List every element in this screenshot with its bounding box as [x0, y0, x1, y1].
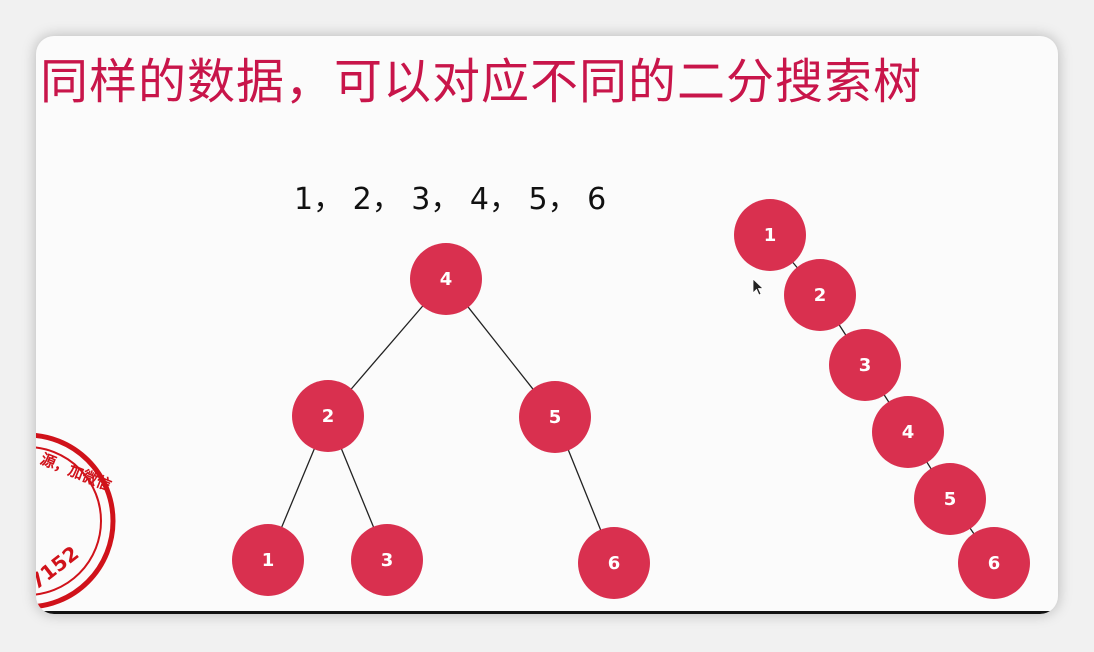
balanced-node-circle	[351, 524, 423, 596]
balanced-node-2: 2	[292, 380, 364, 452]
chain-node-label: 5	[944, 489, 957, 510]
chain-node-6: 6	[958, 527, 1030, 599]
balanced-node-circle	[519, 381, 591, 453]
watermark-stamp: 源，加微信 67152	[36, 432, 116, 610]
balanced-node-6: 6	[578, 527, 650, 599]
nodes-layer: 4 2 5 1 3 6 1 2 3 4 5 6	[232, 199, 1030, 599]
bst-diagram: 4 2 5 1 3 6 1 2 3 4 5 6	[232, 199, 1030, 599]
chain-node-label: 1	[764, 225, 777, 246]
slide-title: 同样的数据，可以对应不同的二分搜索树	[40, 54, 923, 110]
chain-node-label: 4	[902, 422, 915, 443]
balanced-edge-b5-b6	[567, 448, 602, 532]
chain-node-circle	[872, 396, 944, 468]
chain-node-4: 4	[872, 396, 944, 468]
mouse-pointer-icon	[752, 278, 765, 296]
balanced-edge-b2-b3	[340, 447, 375, 529]
balanced-node-circle	[292, 380, 364, 452]
chain-node-circle	[958, 527, 1030, 599]
chain-node-1: 1	[734, 199, 806, 271]
bottom-border	[36, 611, 1058, 614]
chain-node-circle	[784, 259, 856, 331]
balanced-node-label: 3	[381, 550, 394, 571]
balanced-edge-b4-b5	[466, 305, 535, 391]
balanced-node-1: 1	[232, 524, 304, 596]
presentation-slide: 同样的数据，可以对应不同的二分搜索树 1， 2， 3， 4， 5， 6 4 2 5 1…	[36, 36, 1058, 614]
chain-node-3: 3	[829, 329, 901, 401]
balanced-node-label: 5	[549, 407, 562, 428]
balanced-node-5: 5	[519, 381, 591, 453]
balanced-node-4: 4	[410, 243, 482, 315]
balanced-node-circle	[578, 527, 650, 599]
chain-node-circle	[914, 463, 986, 535]
balanced-edge-b2-b1	[280, 447, 316, 529]
balanced-node-circle	[232, 524, 304, 596]
chain-node-circle	[734, 199, 806, 271]
balanced-node-label: 1	[262, 550, 275, 571]
balanced-node-label: 4	[440, 269, 453, 290]
chain-node-label: 3	[859, 355, 872, 376]
chain-node-2: 2	[784, 259, 856, 331]
balanced-node-3: 3	[351, 524, 423, 596]
chain-node-5: 5	[914, 463, 986, 535]
data-sequence: 1， 2， 3， 4， 5， 6	[294, 182, 607, 217]
balanced-edge-b4-b2	[349, 304, 425, 391]
chain-node-label: 2	[814, 285, 827, 306]
balanced-node-label: 2	[322, 406, 335, 427]
chain-node-label: 6	[988, 553, 1001, 574]
stamp-text-top: 源，加微信	[38, 450, 114, 495]
balanced-node-label: 6	[608, 553, 621, 574]
chain-node-circle	[829, 329, 901, 401]
balanced-node-circle	[410, 243, 482, 315]
chain-edge-c2-c3	[837, 323, 848, 337]
